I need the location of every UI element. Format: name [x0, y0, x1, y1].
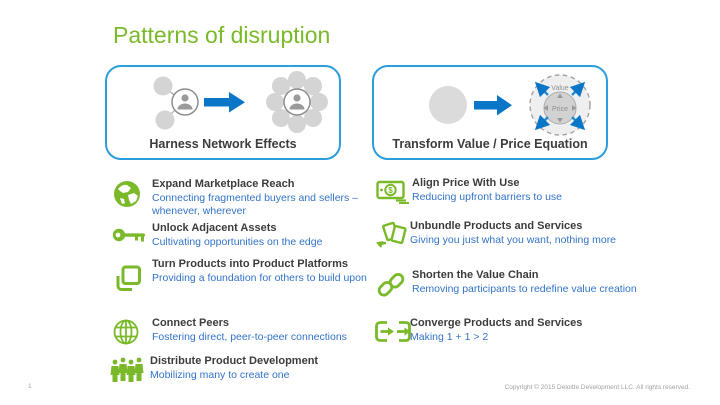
item-title: Converge Products and Services — [410, 317, 583, 329]
item-title: Unbundle Products and Services — [410, 220, 583, 232]
banknote-icon: $ — [376, 180, 409, 204]
transform-value-price-box: Value Price Transform Value / Price Equa… — [372, 65, 608, 160]
value-label: Value — [551, 85, 568, 92]
item-subtitle: Fostering direct, peer-to-peer connectio… — [152, 331, 347, 343]
item-subtitle: Reducing upfront barriers to use — [412, 191, 562, 203]
value-price-diagram: Value Price — [429, 74, 591, 136]
copyright-notice: Copyright © 2015 Deloitte Development LL… — [504, 384, 690, 391]
transform-value-price-label: Transform Value / Price Equation — [392, 137, 588, 151]
item-subtitle: Providing a foundation for others to bui… — [152, 272, 367, 284]
right-arrow-icon — [204, 92, 245, 113]
item-subtitle: Making 1 + 1 > 2 — [410, 331, 489, 343]
svg-text:$: $ — [388, 186, 393, 195]
item-title: Connect Peers — [152, 317, 230, 329]
item-title: Align Price With Use — [412, 177, 520, 189]
item-title: Distribute Product Development — [150, 355, 319, 367]
item-title: Shorten the Value Chain — [412, 269, 539, 281]
people-group-icon — [110, 357, 144, 382]
page-number: 1 — [28, 383, 32, 390]
chain-link-icon — [377, 273, 405, 297]
wireframe-globe-icon — [113, 319, 139, 345]
item-subtitle: Removing participants to redefine value … — [412, 283, 637, 295]
item-subtitle: Connecting fragmented buyers and sellers… — [152, 192, 359, 217]
item-subtitle: Cultivating opportunities on the edge — [152, 236, 323, 248]
converge-icon — [375, 321, 411, 342]
key-icon — [112, 228, 145, 242]
globe-icon — [114, 181, 140, 207]
item-title: Unlock Adjacent Assets — [152, 222, 277, 234]
unbundle-icon — [376, 221, 407, 248]
item-subtitle: Giving you just what you want, nothing m… — [410, 234, 617, 246]
network-growth-diagram — [153, 71, 328, 133]
item-title: Expand Marketplace Reach — [152, 178, 295, 190]
product-platforms-icon — [116, 265, 141, 291]
right-arrow-icon — [474, 95, 512, 116]
page-title: Patterns of disruption — [113, 22, 331, 48]
item-title: Turn Products into Product Platforms — [152, 258, 348, 270]
price-label: Price — [552, 106, 568, 113]
item-subtitle: Mobilizing many to create one — [150, 369, 290, 381]
harness-network-effects-box: Harness Network Effects — [105, 65, 341, 160]
harness-network-effects-label: Harness Network Effects — [149, 137, 297, 151]
